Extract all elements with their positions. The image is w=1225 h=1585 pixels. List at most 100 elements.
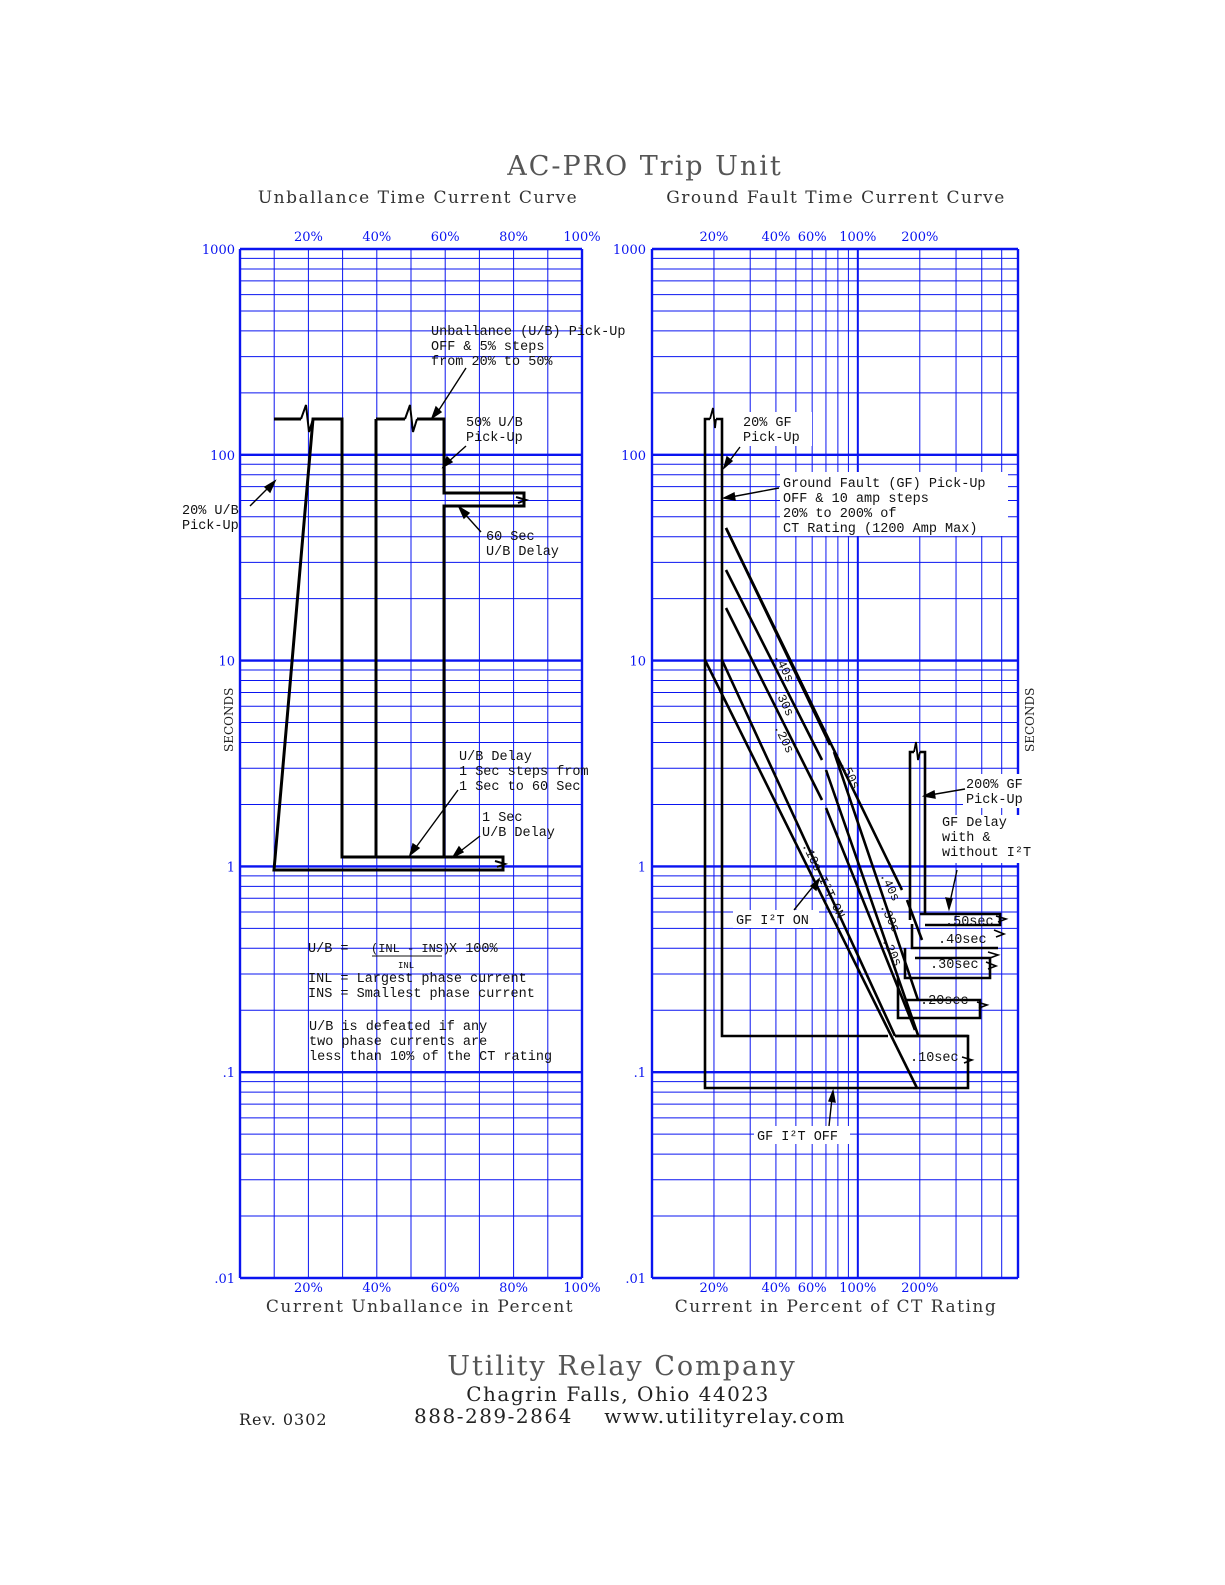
gf-break-top bbox=[709, 407, 717, 429]
delay-50 bbox=[920, 912, 1002, 927]
left-chart-grid: 1000 100 10 1 .1 .01 20% 20% 40% 40% 60% 60% 80% 80% 1… bbox=[202, 230, 601, 1296]
x-tick-label: 40% bbox=[761, 230, 790, 245]
x-tick-label: 60% bbox=[431, 1281, 460, 1296]
def-inl: INL = Largest phase current bbox=[308, 972, 527, 987]
page-title: AC-PRO Trip Unit bbox=[506, 151, 783, 182]
x-tick-label: 200% bbox=[901, 1281, 938, 1296]
x-tick-label: 100% bbox=[839, 230, 876, 245]
y-tick-label: 1 bbox=[638, 860, 646, 875]
delay-label-40: .40sec bbox=[938, 933, 987, 948]
x-tick-label: 60% bbox=[798, 230, 827, 245]
x-tick-label: 100% bbox=[563, 1281, 600, 1296]
y-tick-label: 100 bbox=[210, 449, 235, 464]
y-tick-label: 1000 bbox=[613, 243, 646, 258]
formula-denominator: INL bbox=[398, 961, 414, 971]
left-chart-curves bbox=[272, 404, 530, 872]
delay-label-50: .50sec bbox=[945, 915, 994, 930]
y-tick-label: .1 bbox=[223, 1066, 235, 1081]
i2t-band-10 bbox=[703, 659, 919, 1089]
y-tick-label: .01 bbox=[214, 1272, 235, 1287]
gf-outer-envelope bbox=[703, 417, 724, 660]
gf-break-200 bbox=[913, 741, 921, 761]
right-break-marks bbox=[961, 915, 1009, 1064]
curve-20pct-ub bbox=[272, 417, 505, 872]
right-y-axis-label: SECONDS bbox=[1023, 688, 1037, 752]
i2t-band-20 bbox=[724, 569, 920, 1036]
band-label-20s-b: .20s bbox=[878, 936, 904, 969]
right-leaders bbox=[721, 446, 966, 1127]
right-x-axis-label: Current in Percent of CT Rating bbox=[675, 1297, 997, 1317]
x-tick-label: 200% bbox=[901, 230, 938, 245]
gf-200-pickup bbox=[908, 750, 927, 920]
gf-i2t-off-label: GF I²T OFF bbox=[757, 1130, 838, 1145]
x-tick-label: 80% bbox=[499, 1281, 528, 1296]
break-right-60 bbox=[515, 496, 530, 504]
y-tick-label: 10 bbox=[629, 655, 646, 670]
x-tick-label: 20% bbox=[700, 230, 729, 245]
revision-label: Rev. 0302 bbox=[239, 1410, 328, 1429]
x-tick-label: 40% bbox=[761, 1281, 790, 1296]
y-tick-label: 10 bbox=[218, 655, 235, 670]
y-tick-label: .01 bbox=[625, 1272, 646, 1287]
x-tick-label: 20% bbox=[294, 230, 323, 245]
curve-50pct-ub bbox=[374, 417, 526, 856]
break-mark-50pct bbox=[404, 404, 418, 433]
formula-lhs: U/B = bbox=[308, 942, 349, 957]
right-chart-grid: 1000 100 10 1 .1 .01 20% 20% 40% 40% 60% 60% 100% 100… bbox=[613, 230, 1020, 1296]
x-tick-label: 20% bbox=[294, 1281, 323, 1296]
gf-i2t-on-label: GF I²T ON bbox=[736, 914, 809, 929]
x-tick-label: 100% bbox=[839, 1281, 876, 1296]
gf-inner-vertical bbox=[720, 660, 888, 1038]
left-chart-title: Unballance Time Current Curve bbox=[258, 188, 578, 208]
delay-label-30: .30sec bbox=[930, 958, 979, 973]
formula-numerator: (INL - INS) bbox=[371, 942, 450, 956]
x-tick-label: 40% bbox=[362, 1281, 391, 1296]
left-y-axis-label: SECONDS bbox=[222, 688, 236, 752]
delay-label-10: .10sec bbox=[910, 1051, 959, 1066]
y-tick-label: 1000 bbox=[202, 243, 235, 258]
band-label-10s-on: .10s I²T ON bbox=[798, 841, 847, 921]
formula-rhs: X 100% bbox=[449, 942, 499, 957]
right-chart-curves bbox=[703, 407, 1002, 1090]
x-tick-label: 60% bbox=[798, 1281, 827, 1296]
gf-i2t-off-line bbox=[703, 660, 970, 1090]
company-city: Chagrin Falls, Ohio 44023 bbox=[466, 1382, 770, 1406]
x-tick-label: 100% bbox=[563, 230, 600, 245]
def-ins: INS = Smallest phase current bbox=[308, 987, 535, 1002]
break-right-1 bbox=[494, 860, 509, 868]
delay-30 bbox=[903, 948, 992, 980]
y-tick-label: .1 bbox=[634, 1066, 646, 1081]
left-leaders bbox=[249, 367, 482, 859]
y-tick-label: 100 bbox=[621, 449, 646, 464]
x-tick-label: 20% bbox=[700, 1281, 729, 1296]
i2t-band-20-inner bbox=[724, 607, 917, 1031]
break-mark-20pct bbox=[300, 404, 314, 433]
delay-20 bbox=[896, 978, 982, 1020]
x-tick-label: 40% bbox=[362, 230, 391, 245]
company-name: Utility Relay Company bbox=[447, 1351, 797, 1382]
delay-40 bbox=[910, 924, 998, 950]
i2t-band-10-inner bbox=[720, 659, 897, 1037]
delay-label-20: .20sec bbox=[920, 994, 969, 1009]
company-contact: 888-289-2864 www.utilityrelay.com bbox=[414, 1404, 846, 1428]
x-tick-label: 60% bbox=[431, 230, 460, 245]
left-x-axis-label: Current Unballance in Percent bbox=[266, 1297, 574, 1317]
x-tick-label: 80% bbox=[499, 230, 528, 245]
y-tick-label: 1 bbox=[227, 860, 235, 875]
right-chart-title: Ground Fault Time Current Curve bbox=[666, 188, 1006, 208]
